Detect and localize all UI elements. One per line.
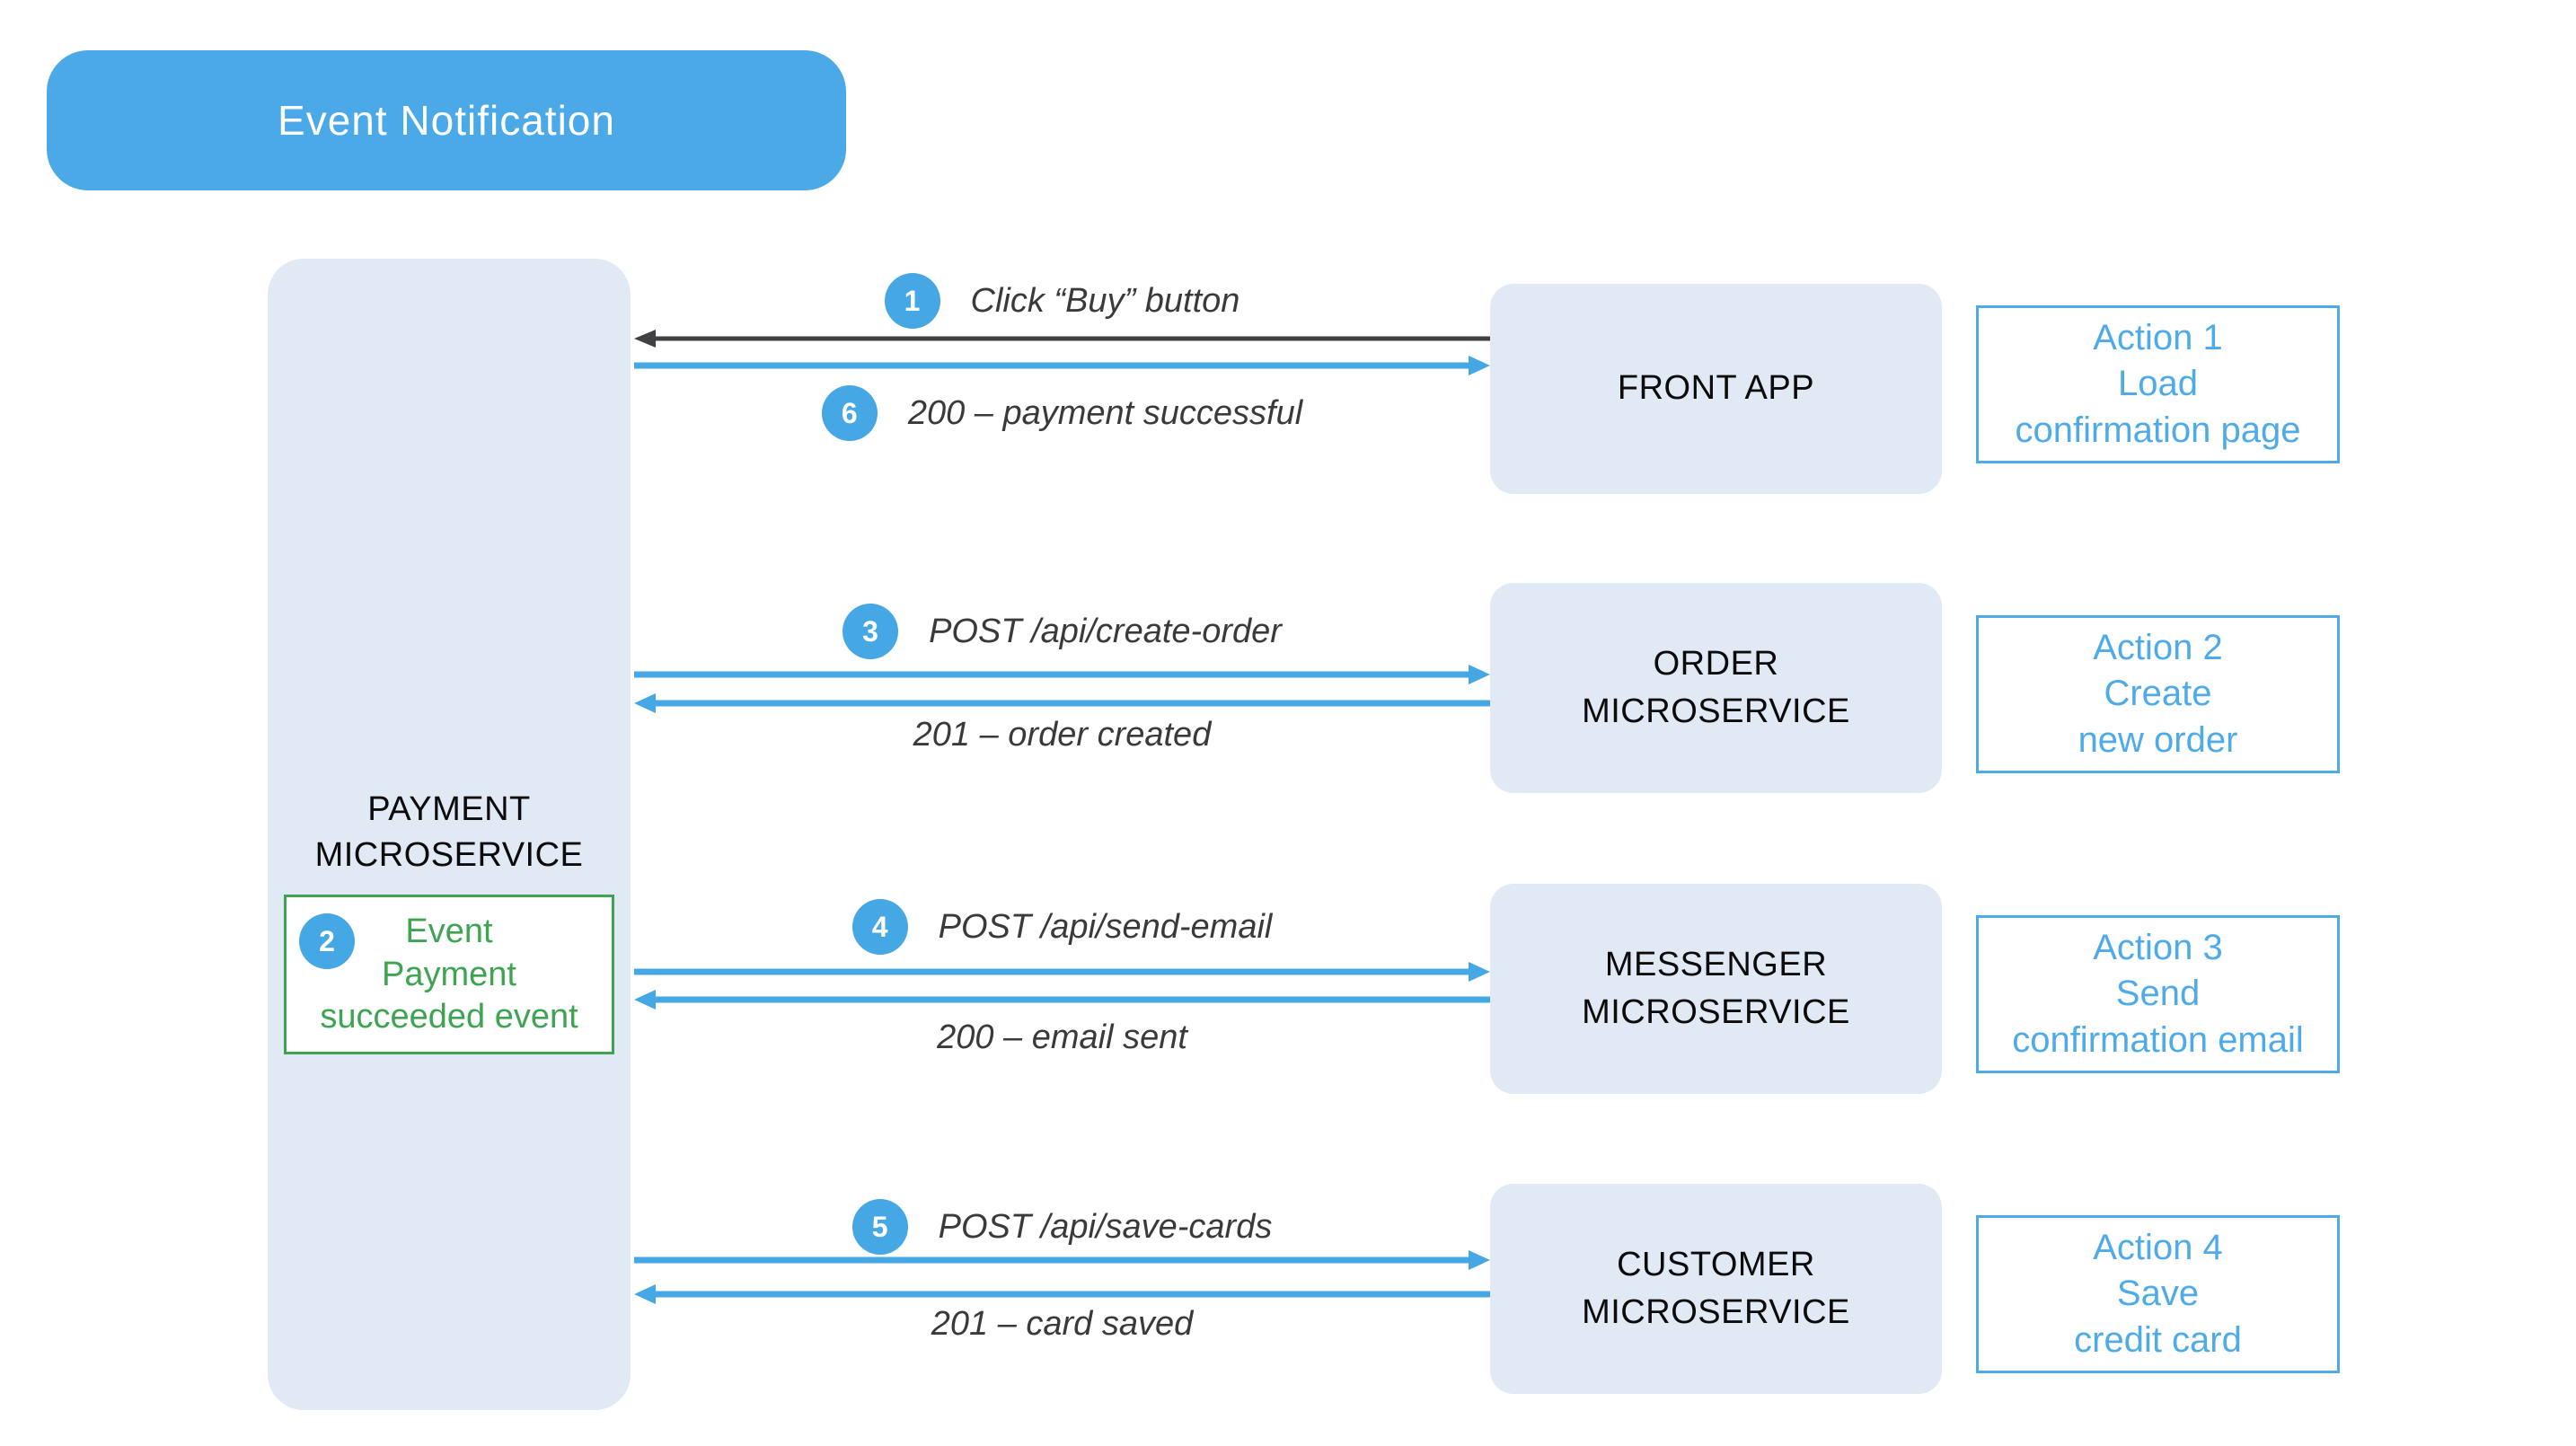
- response-label-row-1: 6 200 – payment successful: [634, 381, 1490, 445]
- action-line: Load: [2118, 364, 2198, 404]
- arrowhead-right-icon: [1469, 356, 1490, 375]
- response-label-2: 201 – order created: [913, 716, 1212, 754]
- action-box-3: Action 3 Send confirmation email: [1976, 915, 2340, 1073]
- action-box-2: Action 2 Create new order: [1976, 615, 2340, 773]
- step-badge-2: 2: [299, 913, 355, 969]
- arrowhead-left-icon: [634, 330, 656, 348]
- arrowhead-right-icon: [1469, 962, 1490, 982]
- response-arrow-4: [634, 1279, 1490, 1309]
- action-line: Action 1: [2093, 318, 2223, 358]
- event-note-line: Event: [405, 912, 493, 950]
- response-arrow-2: [634, 688, 1490, 719]
- service-name-line: FRONT APP: [1617, 369, 1815, 408]
- service-box-messenger-microservice: MESSENGER MICROSERVICE: [1490, 884, 1942, 1094]
- arrow-line: [648, 996, 1490, 1003]
- request-label-row-2: 3 POST /api/create-order: [634, 599, 1490, 664]
- action-line: Action 2: [2093, 628, 2223, 668]
- arrow-line: [648, 336, 1490, 341]
- service-box-customer-microservice: CUSTOMER MICROSERVICE: [1490, 1184, 1942, 1394]
- request-label-row-1: 1 Click “Buy” button: [634, 269, 1490, 333]
- action-line: Action 4: [2093, 1228, 2223, 1268]
- step-badge-3: 3: [842, 604, 899, 659]
- arrow-line: [634, 671, 1476, 678]
- request-label-2: POST /api/create-order: [929, 612, 1282, 650]
- payment-label-line: PAYMENT: [367, 790, 531, 828]
- service-name-line: CUSTOMER: [1617, 1245, 1815, 1283]
- action-line: Send: [2115, 974, 2201, 1014]
- payment-microservice-label: PAYMENT MICROSERVICE: [268, 787, 631, 879]
- action-box-4: Action 4 Save credit card: [1976, 1215, 2340, 1373]
- service-name-line: ORDER: [1653, 644, 1779, 683]
- arrowhead-right-icon: [1469, 665, 1490, 684]
- action-line: new order: [2078, 719, 2238, 760]
- response-label-1: 200 – payment successful: [907, 393, 1303, 432]
- service-box-order-microservice: ORDER MICROSERVICE: [1490, 583, 1942, 793]
- service-name-line: MICROSERVICE: [1582, 993, 1850, 1031]
- title-text: Event Notification: [278, 97, 615, 144]
- request-label-row-3: 4 POST /api/send-email: [634, 895, 1490, 959]
- step-badge-5: 5: [851, 1199, 908, 1255]
- request-arrow-1: [634, 323, 1490, 354]
- payment-microservice-box: PAYMENT MICROSERVICE 2 Event Payment suc…: [268, 259, 631, 1410]
- event-note-line: succeeded event: [320, 997, 578, 1036]
- arrow-line: [634, 362, 1476, 369]
- action-box-1: Action 1 Load confirmation page: [1976, 305, 2340, 463]
- response-arrow-1: [634, 350, 1490, 381]
- request-arrow-4: [634, 1245, 1490, 1275]
- response-arrow-3: [634, 984, 1490, 1015]
- arrowhead-left-icon: [634, 990, 656, 1010]
- service-name-line: MICROSERVICE: [1582, 1293, 1850, 1331]
- step-badge-4: 4: [851, 899, 908, 955]
- arrow-line: [648, 1291, 1490, 1298]
- arrowhead-right-icon: [1469, 1250, 1490, 1270]
- arrowhead-left-icon: [634, 693, 656, 713]
- action-line: Save: [2116, 1274, 2200, 1314]
- service-name-line: MESSENGER: [1604, 945, 1828, 983]
- arrow-line: [634, 968, 1476, 975]
- payment-label-line: MICROSERVICE: [314, 836, 584, 875]
- request-arrow-3: [634, 957, 1490, 987]
- request-label-4: POST /api/save-cards: [938, 1207, 1273, 1246]
- arrow-line: [634, 1256, 1476, 1264]
- arrowhead-left-icon: [634, 1284, 656, 1304]
- step-badge-6: 6: [821, 385, 878, 441]
- request-label-row-4: 5 POST /api/save-cards: [634, 1195, 1490, 1259]
- request-arrow-2: [634, 659, 1490, 690]
- step-badge-1: 1: [884, 273, 940, 329]
- response-label-3: 200 – email sent: [937, 1018, 1187, 1056]
- event-note-text: Event Payment succeeded event: [287, 911, 612, 1039]
- action-line: Action 3: [2093, 928, 2223, 968]
- event-note-box: 2 Event Payment succeeded event: [284, 895, 614, 1054]
- action-line: confirmation page: [2015, 410, 2301, 450]
- event-note-line: Payment: [382, 955, 516, 993]
- request-label-1: Click “Buy” button: [970, 281, 1240, 320]
- response-label-4: 201 – card saved: [931, 1305, 1194, 1343]
- action-line: confirmation email: [2012, 1019, 2304, 1060]
- service-name-line: MICROSERVICE: [1582, 692, 1850, 730]
- action-line: credit card: [2074, 1319, 2242, 1360]
- title-banner: Event Notification: [47, 50, 846, 190]
- arrow-line: [648, 700, 1490, 707]
- service-box-front-app: FRONT APP: [1490, 284, 1942, 494]
- action-line: Create: [2104, 674, 2212, 714]
- request-label-3: POST /api/send-email: [938, 907, 1273, 946]
